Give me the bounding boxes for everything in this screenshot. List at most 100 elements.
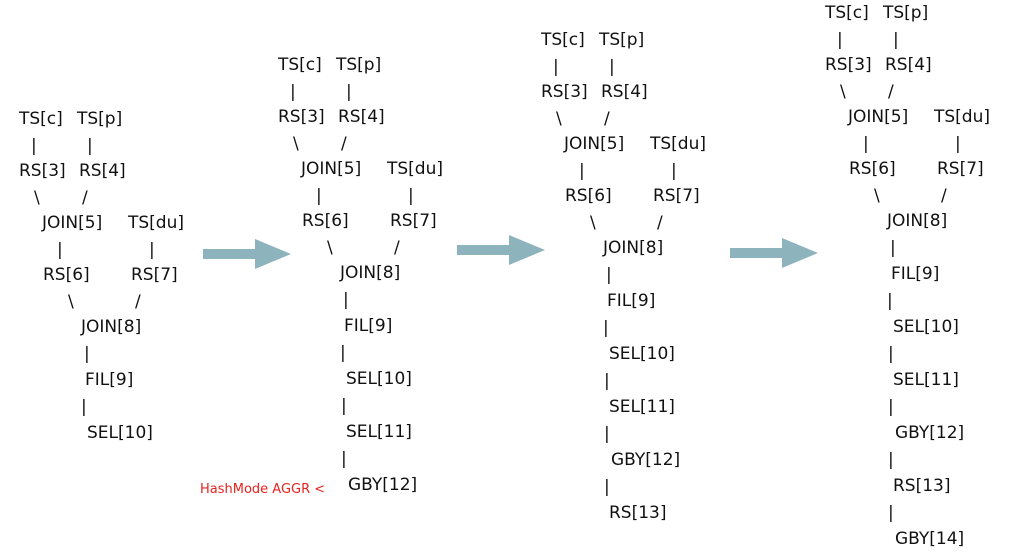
plan-2-node-19: |: [340, 342, 346, 363]
plan-4-node-21: |: [888, 343, 894, 364]
plan-1-node-11: |: [149, 240, 155, 260]
plan-2-node-23: |: [341, 448, 347, 469]
plan-1-node-4: RS[3]: [19, 161, 66, 181]
plan-3-node-23: |: [604, 423, 610, 444]
plan-3-node-0: TS[c]: [541, 30, 585, 50]
plan-3-node-4: RS[3]: [541, 82, 588, 102]
plan-2-node-12: RS[6]: [302, 211, 349, 231]
plan-1-node-13: RS[7]: [131, 265, 178, 285]
plan-2-node-6: \: [293, 134, 299, 154]
plan-1-node-6: \: [34, 188, 40, 208]
plan-4-node-8: JOIN[5]: [848, 107, 909, 127]
plan-2-node-21: |: [341, 395, 347, 416]
transition-arrow-3: [730, 238, 818, 268]
plan-4-node-20: SEL[10]: [893, 317, 959, 337]
plan-3-node-24: GBY[12]: [611, 450, 681, 470]
plan-3-node-26: RS[13]: [609, 503, 667, 523]
plan-2-node-10: |: [316, 186, 322, 206]
plan-4-node-3: |: [893, 30, 899, 50]
plan-1-node-18: FIL[9]: [85, 370, 134, 390]
plan-3-node-21: |: [604, 370, 610, 391]
plan-4-node-1: TS[p]: [883, 3, 929, 23]
plan-4-node-4: RS[3]: [825, 55, 872, 75]
plan-3-node-14: \: [590, 213, 596, 233]
plan-4-node-25: |: [888, 449, 894, 470]
plan-4-node-26: RS[13]: [893, 476, 951, 496]
plan-1-node-14: \: [68, 292, 74, 312]
plan-2-node-2: |: [290, 82, 296, 102]
plan-4-node-19: |: [887, 290, 893, 311]
plan-2-node-22: SEL[11]: [346, 422, 412, 442]
plan-2-node-13: RS[7]: [390, 211, 437, 231]
plan-4-node-10: |: [863, 134, 869, 154]
plan-2-node-1: TS[p]: [336, 55, 382, 75]
plan-2-node-0: TS[c]: [278, 55, 322, 75]
plan-4-node-12: RS[6]: [849, 159, 896, 179]
plan-3-node-13: RS[7]: [653, 186, 700, 206]
plan-4-node-18: FIL[9]: [891, 264, 940, 284]
plan-1-node-20: SEL[10]: [87, 423, 153, 443]
plan-3-node-5: RS[4]: [601, 82, 648, 102]
plan-2-node-20: SEL[10]: [346, 369, 412, 389]
plan-2-node-24: GBY[12]: [348, 475, 418, 495]
plan-4-node-17: |: [890, 237, 896, 258]
plan-2-node-9: TS[du]: [387, 159, 444, 179]
plan-4-node-28: GBY[14]: [895, 529, 965, 549]
plan-3-node-17: |: [606, 264, 612, 285]
plan-1-node-12: RS[6]: [43, 265, 90, 285]
hashmode-aggr-annotation: HashMode AGGR <: [200, 482, 326, 497]
plan-1-node-2: |: [31, 136, 37, 156]
plan-4-node-22: SEL[11]: [893, 370, 959, 390]
plan-1-node-16: JOIN[8]: [81, 317, 142, 337]
plan-4-node-14: \: [874, 186, 880, 206]
plan-2-node-5: RS[4]: [338, 107, 385, 127]
plan-3-node-18: FIL[9]: [607, 291, 656, 311]
plan-3-node-16: JOIN[8]: [603, 238, 664, 258]
plan-1-node-0: TS[c]: [19, 109, 63, 129]
plan-3-node-2: |: [553, 57, 559, 77]
plan-3-node-8: JOIN[5]: [564, 134, 625, 154]
plan-3-node-9: TS[du]: [650, 134, 707, 154]
plan-1-node-8: JOIN[5]: [42, 213, 103, 233]
plan-1-node-19: |: [81, 396, 87, 417]
plan-3-node-10: |: [579, 161, 585, 181]
plan-2-node-17: |: [343, 289, 349, 310]
plan-2-node-11: |: [408, 186, 414, 206]
plan-2-node-3: |: [346, 82, 352, 102]
plan-4-node-23: |: [888, 396, 894, 417]
plan-3-node-11: |: [671, 161, 677, 181]
plan-4-node-27: |: [888, 502, 894, 523]
plan-3-node-3: |: [609, 57, 615, 77]
plan-3-node-12: RS[6]: [565, 186, 612, 206]
plan-3-node-25: |: [604, 476, 610, 497]
plan-4-node-24: GBY[12]: [895, 423, 965, 443]
plan-3-node-19: |: [603, 317, 609, 338]
plan-3-node-20: SEL[10]: [609, 344, 675, 364]
plan-4-node-13: RS[7]: [937, 159, 984, 179]
plan-4-node-15: /: [941, 186, 947, 206]
plan-4-node-2: |: [837, 30, 843, 50]
plan-1-node-17: |: [84, 343, 90, 364]
plan-3-node-6: \: [556, 109, 562, 129]
plan-4-node-16: JOIN[8]: [887, 211, 948, 231]
plan-3-node-22: SEL[11]: [609, 397, 675, 417]
plan-4-node-7: /: [888, 82, 894, 102]
plan-2-node-7: /: [341, 134, 347, 154]
plan-4-node-0: TS[c]: [825, 3, 869, 23]
plan-3-node-15: /: [657, 213, 663, 233]
plan-2-node-18: FIL[9]: [344, 316, 393, 336]
plan-2-node-14: \: [327, 238, 333, 258]
plan-1-node-1: TS[p]: [77, 109, 123, 129]
transition-arrow-2: [457, 235, 545, 265]
transition-arrow-1: [203, 239, 291, 269]
plan-2-node-16: JOIN[8]: [340, 263, 401, 283]
plan-1-node-10: |: [57, 240, 63, 260]
plan-2-node-15: /: [394, 238, 400, 258]
plan-4-node-11: |: [955, 134, 961, 154]
plan-3-node-1: TS[p]: [599, 30, 645, 50]
plan-2-node-8: JOIN[5]: [301, 159, 362, 179]
plan-1-node-7: /: [82, 188, 88, 208]
plan-1-node-3: |: [87, 136, 93, 156]
plan-1-node-5: RS[4]: [79, 161, 126, 181]
